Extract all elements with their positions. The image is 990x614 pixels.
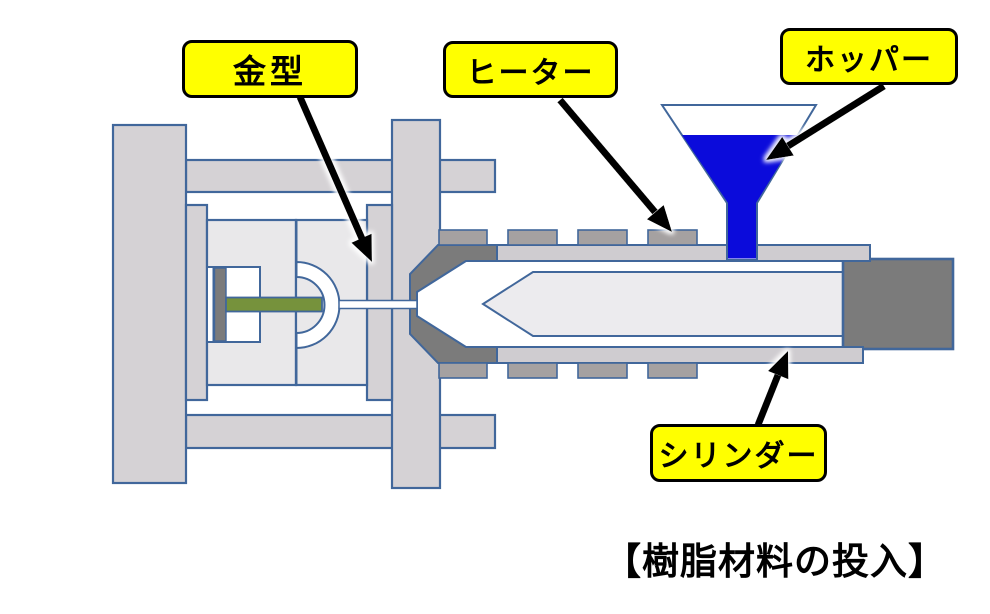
heater-band-bottom-2 [507,362,558,379]
ejector-pin [225,296,323,313]
mold-mounting-plate-left [184,203,209,402]
heater-band-top-1 [438,229,488,246]
label-hopper: ホッパー [780,28,958,85]
heater-band-top-3 [577,229,628,246]
heater-band-top-2 [507,229,558,246]
heater-band-bottom-4 [647,362,698,379]
drive-unit [841,257,955,351]
diagram-caption: 【樹脂材料の投入】 [604,541,946,582]
arrow-hopper [766,83,886,160]
mold-cavity [295,260,341,350]
barrel-wall-top-right [756,244,871,262]
ejector-plate [213,267,227,342]
tie-bar-bottom [184,413,497,450]
heater-band-top-4 [647,229,698,246]
arrow-cylinder [754,351,789,427]
barrel-wall-bottom [496,346,864,364]
label-cylinder: シリンダー [650,424,827,482]
label-mold: 金型 [182,40,358,98]
resin-material [682,135,798,259]
platen-left [111,123,188,485]
sprue-channel [338,299,418,310]
heater-band-bottom-3 [577,362,628,379]
screw [481,271,847,337]
arrow-mold [296,95,372,262]
barrel-wall-top-left [496,244,728,262]
heater-band-bottom-1 [438,362,488,379]
arrow-heater [557,97,672,232]
label-heater: ヒーター [443,41,618,98]
